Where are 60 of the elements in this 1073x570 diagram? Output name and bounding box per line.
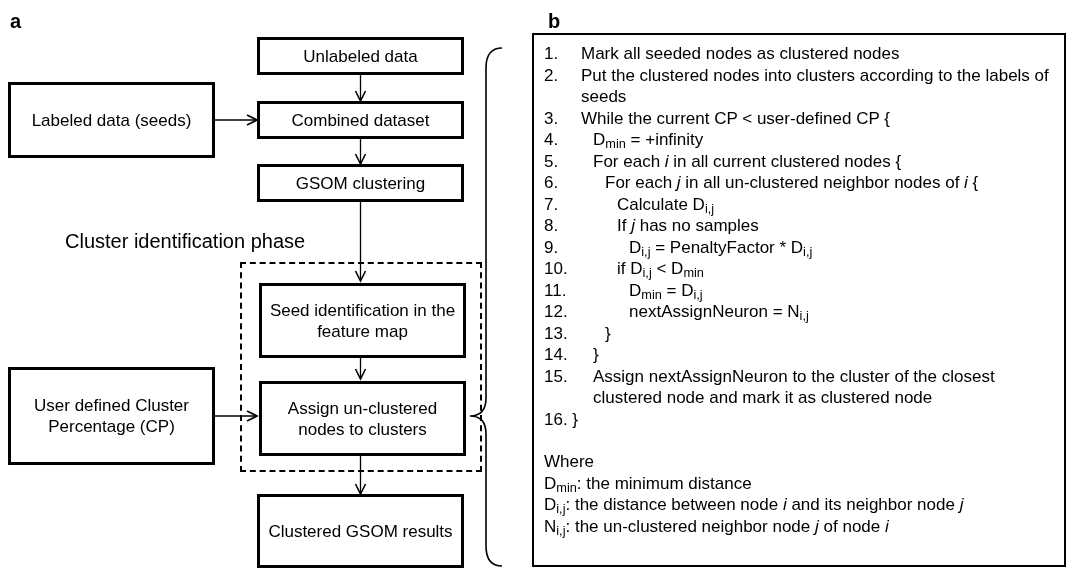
step-number: 3. <box>544 107 560 129</box>
box-label: User defined Cluster Percentage (CP) <box>33 395 190 437</box>
step-number: 2. <box>544 64 560 87</box>
process-box <box>8 82 215 158</box>
box-label: Combined dataset <box>291 109 430 131</box>
step-number: 7. <box>544 193 560 215</box>
step-number: 4. <box>544 129 560 151</box>
step-text: For each j in all un-clustered neighbor nodes of i { <box>605 172 979 194</box>
process-box <box>259 283 466 358</box>
box-label: Unlabeled data <box>303 45 418 67</box>
step-number: 13. <box>544 322 569 344</box>
step-number: 12. <box>544 301 569 323</box>
step-number: 6. <box>544 172 560 194</box>
step-text: if D$_{i,j}$ < D$_{min}$ <box>617 259 704 280</box>
process-box <box>257 164 464 202</box>
arrow <box>354 138 367 165</box>
step-text: } <box>605 322 611 344</box>
arrow <box>354 201 367 282</box>
process-box <box>8 367 215 465</box>
arrow <box>214 410 258 422</box>
step-number: 15. <box>544 365 569 388</box>
step-number: 8. <box>544 215 560 237</box>
box-label: Labeled data (seeds) <box>31 109 192 131</box>
step-text: 16. } <box>544 408 579 430</box>
box-label: GSOM clustering <box>295 172 426 194</box>
step-text: For each i in all current clustered nodes { <box>593 150 902 172</box>
arrow <box>214 114 258 126</box>
algorithm-panel <box>532 33 1066 567</box>
step-text: Mark all seeded nodes as clustered nodes <box>581 43 900 65</box>
step-text: D$_{i,j}$ = PenaltyFactor * D$_{i,j}$ <box>629 236 813 258</box>
definition-text: N$_{i,j}$: the un-clustered neighbor node j of node i <box>544 516 889 537</box>
box-label: Assign un-clustered nodes to clusters <box>286 397 439 440</box>
step-text: Assign nextAssignNeuron to the cluster of the closest clustered node and mark it as clustered node <box>593 365 996 409</box>
step-number: 14. <box>544 344 569 366</box>
definition-heading: Where <box>544 451 595 473</box>
process-box <box>259 381 466 456</box>
box-label: Seed identification in the feature map <box>268 299 457 342</box>
process-box <box>257 494 464 568</box>
step-number: 10. <box>544 258 569 280</box>
step-number: 1. <box>544 43 560 65</box>
box-label: Clustered GSOM results <box>268 520 453 542</box>
panel-letter: a <box>10 9 22 34</box>
step-text: nextAssignNeuron = N$_{i,j}$ <box>629 302 809 323</box>
step-text: While the current CP < user-defined CP { <box>581 107 890 129</box>
step-text: Put the clustered nodes into clusters according to the labels of seeds <box>581 64 1050 108</box>
step-text: D$_{min}$ = +infinity <box>593 129 704 151</box>
step-number: 11. <box>544 279 568 301</box>
step-text: If j has no samples <box>617 216 759 237</box>
step-number: 5. <box>544 150 560 172</box>
definition-text: D$_{min}$: the minimum distance <box>544 472 752 494</box>
step-text: D$_{min}$ = D$_{i,j}$ <box>629 280 703 301</box>
group-heading: Cluster identification phase <box>65 229 306 254</box>
step-text: } <box>593 344 599 366</box>
step-text: Calculate D$_{i,j}$ <box>617 193 715 215</box>
process-box <box>257 101 464 139</box>
process-box <box>257 37 464 75</box>
arrow <box>354 74 367 102</box>
definition-text: D$_{i,j}$: the distance between node i and its neighbor node j <box>544 494 964 516</box>
step-number: 9. <box>544 236 560 258</box>
panel-letter: b <box>548 9 561 34</box>
